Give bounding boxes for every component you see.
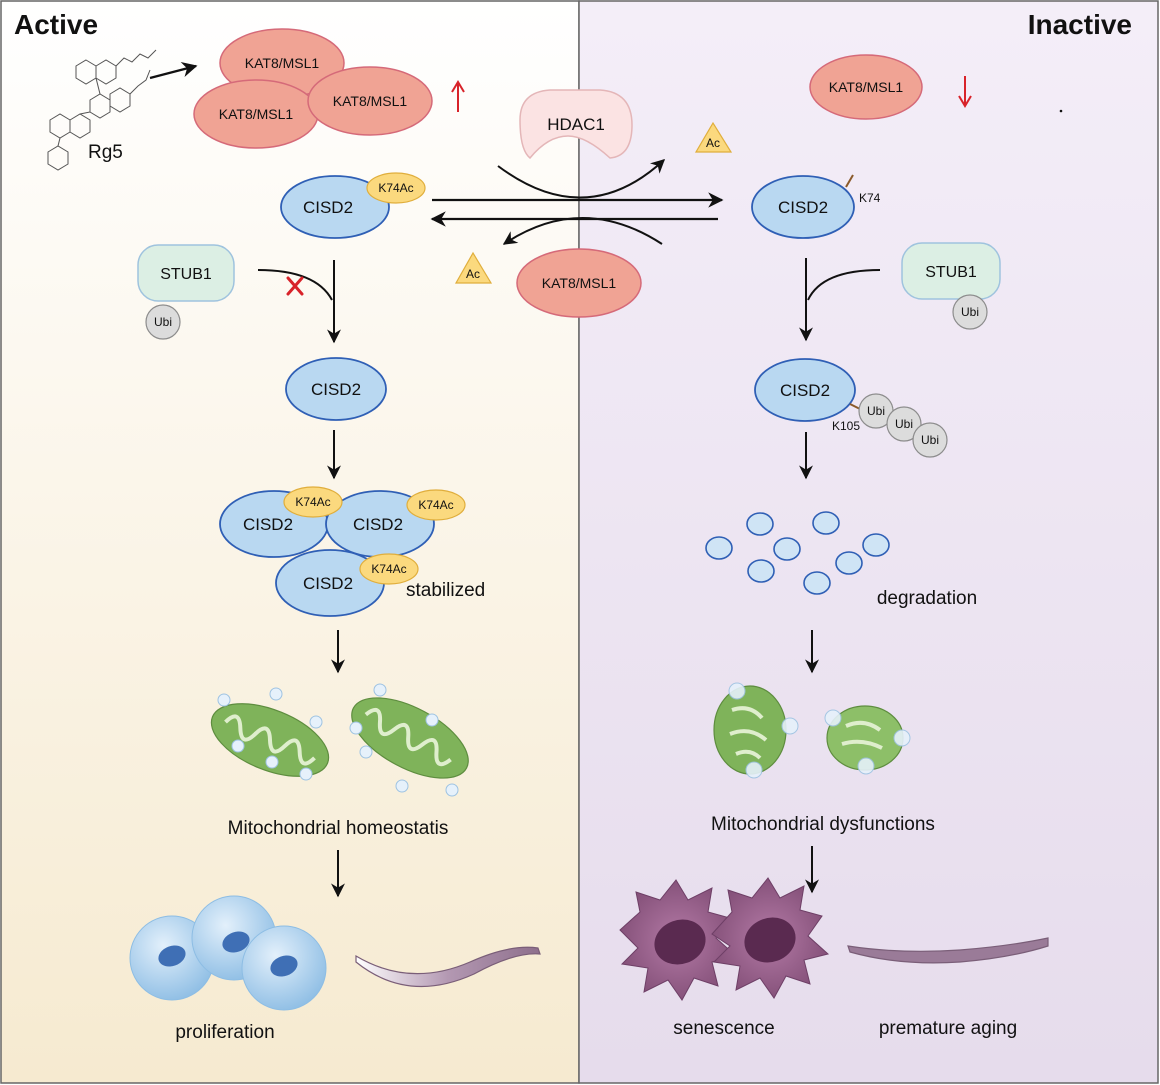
k74ac-tag-1 bbox=[366, 172, 426, 204]
premature-aging-label: premature aging bbox=[879, 1018, 1017, 1039]
ubi-inactive-label: Ubi bbox=[961, 305, 979, 319]
stub1-inactive-label: STUB1 bbox=[925, 264, 977, 281]
proliferation-label: proliferation bbox=[175, 1022, 274, 1043]
k74ac-label-1: K74Ac bbox=[378, 181, 413, 195]
kat8-inactive-label: KAT8/MSL1 bbox=[829, 79, 904, 95]
cisd2-active-middle-label: CISD2 bbox=[311, 380, 361, 399]
ubi-chain-label-1: Ubi bbox=[867, 404, 885, 418]
cisd2-deacetylated bbox=[751, 175, 855, 239]
block-x-icon bbox=[286, 276, 304, 296]
cisd2-acetylated-label: CISD2 bbox=[303, 198, 353, 217]
polyubiquitin-chain bbox=[858, 393, 948, 458]
aging-worm-icon bbox=[847, 937, 1049, 964]
ac-label-top: Ac bbox=[706, 136, 720, 150]
cisd2-stab-label-3: CISD2 bbox=[303, 574, 353, 593]
cisd2-stab-label-1: CISD2 bbox=[243, 515, 293, 534]
cisd2-active-middle bbox=[285, 357, 387, 421]
kat8-label-1: KAT8/MSL1 bbox=[245, 55, 320, 71]
ac-triangle-bottom bbox=[454, 251, 493, 284]
degradation-fragments bbox=[705, 511, 890, 595]
mito-homeostasis-label: Mitochondrial homeostatis bbox=[228, 818, 449, 839]
kat8-middle-label: KAT8/MSL1 bbox=[542, 275, 617, 291]
cisd2-ubiquitinated-label: CISD2 bbox=[780, 381, 830, 400]
inactive-header: Inactive bbox=[1028, 9, 1132, 40]
up-arrow-icon bbox=[451, 80, 465, 112]
k74ac-label-3: K74Ac bbox=[418, 498, 453, 512]
kat8-label-3: KAT8/MSL1 bbox=[333, 93, 408, 109]
hdac1-shape bbox=[519, 89, 633, 160]
kat8-middle bbox=[516, 248, 642, 318]
blocked-ubiquitination-curve bbox=[257, 269, 333, 301]
healthy-mitochondria-icon bbox=[210, 683, 469, 797]
kat8-label-2: KAT8/MSL1 bbox=[219, 106, 294, 122]
ubi-inactive bbox=[952, 294, 988, 330]
rg5-arrow bbox=[149, 62, 198, 80]
k74ac-label-4: K74Ac bbox=[371, 562, 406, 576]
k74-residue-mark bbox=[845, 174, 854, 188]
cisd2-stab-label-2: CISD2 bbox=[353, 515, 403, 534]
ubi-chain-label-3: Ubi bbox=[921, 433, 939, 447]
kat8-ac-addition-curve bbox=[502, 217, 663, 245]
stabilized-label: stabilized bbox=[406, 580, 485, 601]
stub1-inactive bbox=[901, 242, 1001, 300]
mito-dysfunction-label: Mitochondrial dysfunctions bbox=[711, 814, 935, 835]
hdac1-ac-release-curve bbox=[497, 159, 666, 199]
cisd2-acetylated bbox=[280, 175, 390, 239]
rg5-structure bbox=[47, 49, 157, 171]
ac-triangle-top bbox=[694, 121, 733, 153]
stub1-active-label: STUB1 bbox=[160, 266, 212, 283]
degradation-label: degradation bbox=[877, 588, 977, 609]
hdac1-label: HDAC1 bbox=[547, 115, 605, 134]
ac-label-bottom: Ac bbox=[466, 267, 480, 281]
ubi-active bbox=[145, 304, 181, 340]
k74-label: K74 bbox=[859, 191, 881, 205]
dysfunctional-mitochondria-icon bbox=[713, 682, 911, 779]
proliferating-cells-icon bbox=[129, 895, 327, 1011]
cisd2-ubiquitinated bbox=[754, 358, 856, 422]
cisd2-deacetylated-label: CISD2 bbox=[778, 198, 828, 217]
senescent-cells-icon bbox=[619, 877, 830, 1001]
kat8-cluster-active bbox=[193, 28, 433, 149]
stub1-active bbox=[137, 244, 235, 302]
senescence-label: senescence bbox=[673, 1018, 774, 1039]
stray-dot bbox=[1059, 109, 1063, 113]
kat8-inactive bbox=[809, 54, 923, 120]
active-header: Active bbox=[14, 9, 98, 40]
down-arrow-icon bbox=[958, 76, 972, 108]
rg5-label: Rg5 bbox=[88, 142, 123, 163]
k74ac-label-2: K74Ac bbox=[295, 495, 330, 509]
ubi-active-label: Ubi bbox=[154, 315, 172, 329]
ubi-chain-label-2: Ubi bbox=[895, 417, 913, 431]
k105-label: K105 bbox=[832, 419, 860, 433]
ubiquitination-curve bbox=[807, 269, 881, 301]
healthy-worm-icon bbox=[355, 946, 541, 988]
cisd2-stabilized-cluster bbox=[219, 486, 466, 617]
